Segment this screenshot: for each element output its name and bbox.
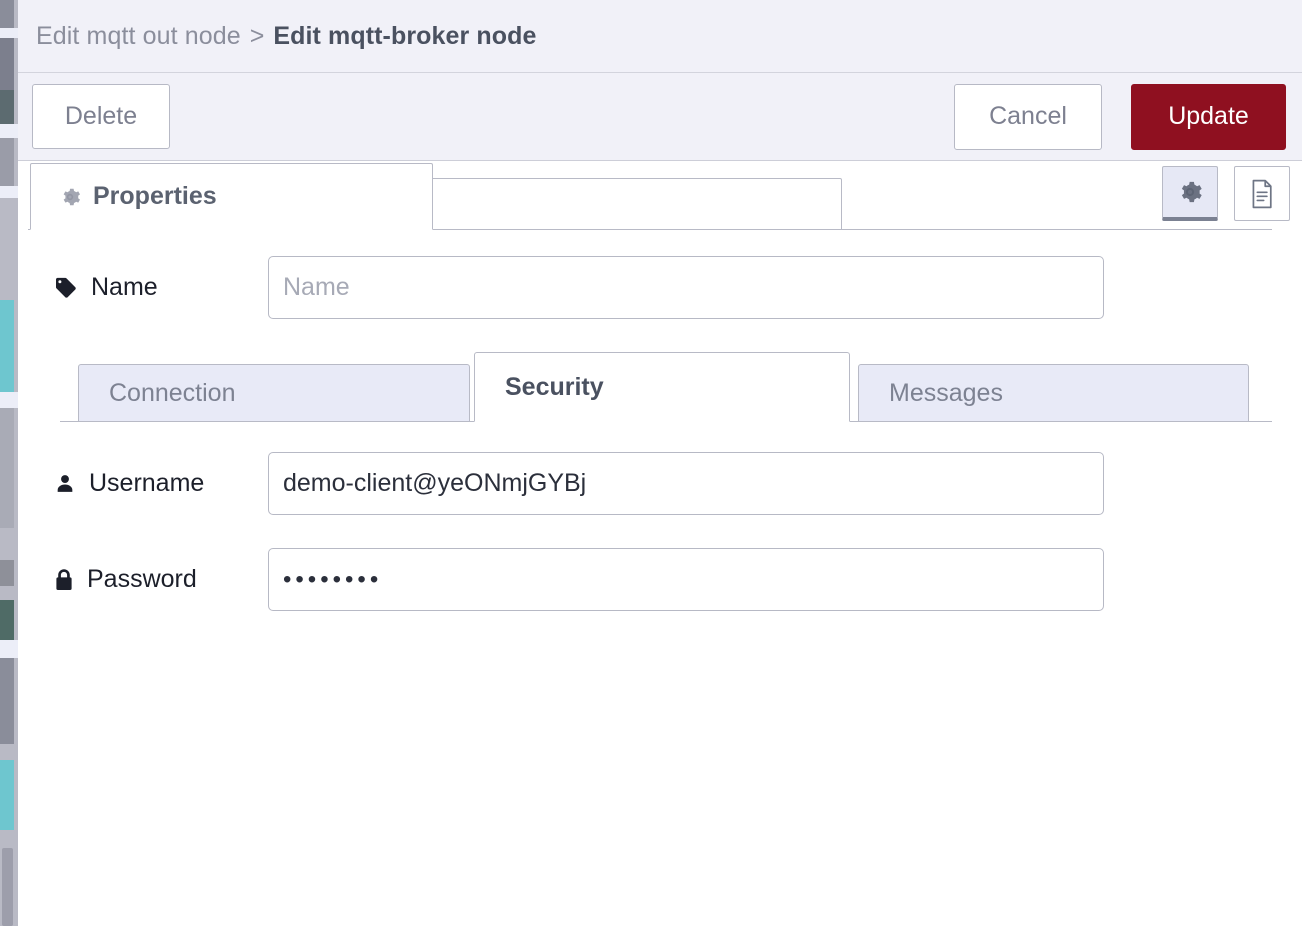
edit-node-dialog: Edit mqtt out node > Edit mqtt-broker no…	[18, 0, 1302, 926]
dialog-tab-row: Properties	[18, 161, 1302, 230]
gear-icon	[59, 186, 81, 208]
dialog-body: Name Connection Security Messages	[18, 230, 1302, 926]
palette-node-fragment	[0, 658, 14, 744]
palette-node-fragment	[0, 760, 14, 830]
palette-gap	[0, 186, 22, 198]
palette-node-fragment	[0, 138, 14, 186]
breadcrumb-separator: >	[249, 21, 265, 50]
palette-node-fragment	[0, 90, 14, 124]
password-label: Password	[54, 565, 268, 594]
password-input[interactable]: ••••••••	[268, 548, 1104, 611]
primary-actions: Cancel Update	[954, 83, 1286, 150]
palette-gap	[0, 124, 22, 138]
palette-node-fragment	[0, 408, 14, 528]
update-button[interactable]: Update	[1131, 83, 1286, 150]
breadcrumb-parent[interactable]: Edit mqtt out node	[36, 21, 241, 50]
name-input[interactable]	[268, 256, 1104, 319]
palette-node-fragment	[0, 560, 14, 586]
tag-icon	[54, 276, 78, 300]
settings-tool-button[interactable]	[1162, 166, 1218, 221]
palette-gap	[0, 640, 22, 658]
username-input[interactable]	[268, 452, 1104, 515]
editor-backdrop	[0, 0, 22, 926]
name-row: Name	[18, 256, 1302, 319]
breadcrumb: Edit mqtt out node > Edit mqtt-broker no…	[36, 22, 537, 51]
dialog-tool-buttons	[1162, 166, 1290, 221]
tab-properties[interactable]: Properties	[30, 163, 433, 230]
username-label-text: Username	[89, 469, 205, 497]
dialog-action-bar: Delete Cancel Update	[18, 73, 1302, 161]
dialog-header: Edit mqtt out node > Edit mqtt-broker no…	[18, 0, 1302, 73]
delete-button[interactable]: Delete	[32, 84, 170, 149]
palette-node-fragment	[0, 300, 14, 392]
gear-icon	[1177, 179, 1203, 205]
description-tool-button[interactable]	[1234, 166, 1290, 221]
security-panel: Username Password ••••••••	[18, 452, 1302, 611]
palette-gap	[0, 392, 22, 408]
palette-scrollbar[interactable]	[2, 848, 13, 926]
username-row: Username	[18, 452, 1302, 515]
palette-node-fragment	[0, 0, 14, 28]
subtab-connection[interactable]: Connection	[78, 364, 470, 422]
lock-icon	[54, 568, 74, 592]
subtab-security[interactable]: Security	[474, 352, 850, 422]
palette-node-fragment	[0, 600, 14, 640]
breadcrumb-current: Edit mqtt-broker node	[273, 21, 537, 50]
palette-node-fragment	[0, 38, 14, 90]
security-subtab-row: Connection Security Messages	[60, 352, 1272, 422]
password-row: Password ••••••••	[18, 548, 1302, 611]
name-label: Name	[54, 273, 268, 302]
description-icon	[1249, 179, 1275, 209]
tab-properties-label: Properties	[93, 182, 217, 210]
palette-gap	[0, 28, 22, 38]
cancel-button[interactable]: Cancel	[954, 83, 1102, 150]
tab-row-filler	[432, 178, 842, 230]
name-label-text: Name	[91, 273, 158, 301]
subtab-messages[interactable]: Messages	[858, 364, 1249, 422]
user-icon	[54, 473, 76, 495]
password-masked-value: ••••••••	[283, 565, 383, 593]
username-label: Username	[54, 469, 268, 498]
password-label-text: Password	[87, 565, 197, 593]
